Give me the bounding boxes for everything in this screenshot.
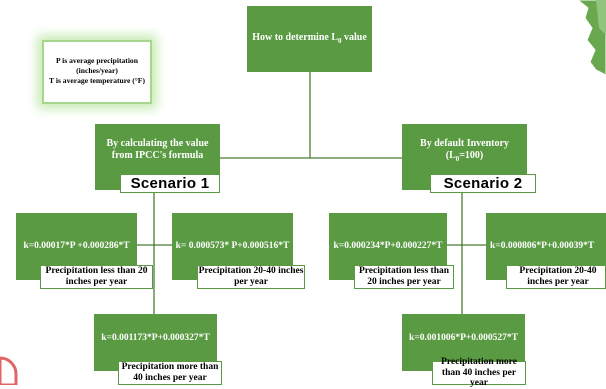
- map-fragment-bottom-left: [0, 356, 18, 385]
- scenario-1-label: Scenario 1: [120, 174, 220, 193]
- legend-line-units: (inches/year): [76, 65, 118, 75]
- s1-low-condition: Precipitation less than 20 inches per ye…: [40, 265, 153, 289]
- s2-low-condition: Precipitation less than 20 inches per ye…: [354, 265, 454, 289]
- s1-mid-condition: Precipitation 20-40 inches per year: [197, 265, 305, 289]
- legend-box: P is average precipitation (inches/year)…: [42, 40, 152, 104]
- legend-line-precipitation: P is average precipitation: [56, 56, 138, 65]
- root-label: How to determine L0 value: [252, 32, 367, 46]
- s2-mid-condition: Precipitation 20-40 inches per year: [506, 265, 606, 289]
- branch-default-label: By default Inventory: [420, 138, 509, 149]
- legend-line-temperature: T is average temperature (°F): [49, 75, 145, 85]
- s2-high-condition: Precipitation more than 40 inches per ye…: [432, 357, 526, 388]
- map-fragment-top-right-shade: [596, 0, 606, 35]
- scenario-2-label: Scenario 2: [430, 174, 536, 193]
- root-node: How to determine L0 value: [247, 6, 372, 72]
- branch-ipcc-label: By calculating the value from IPCC's for…: [106, 138, 209, 161]
- branch-default-value: (L0=100): [445, 149, 484, 163]
- s1-high-condition: Precipitation more than 40 inches per ye…: [118, 361, 222, 385]
